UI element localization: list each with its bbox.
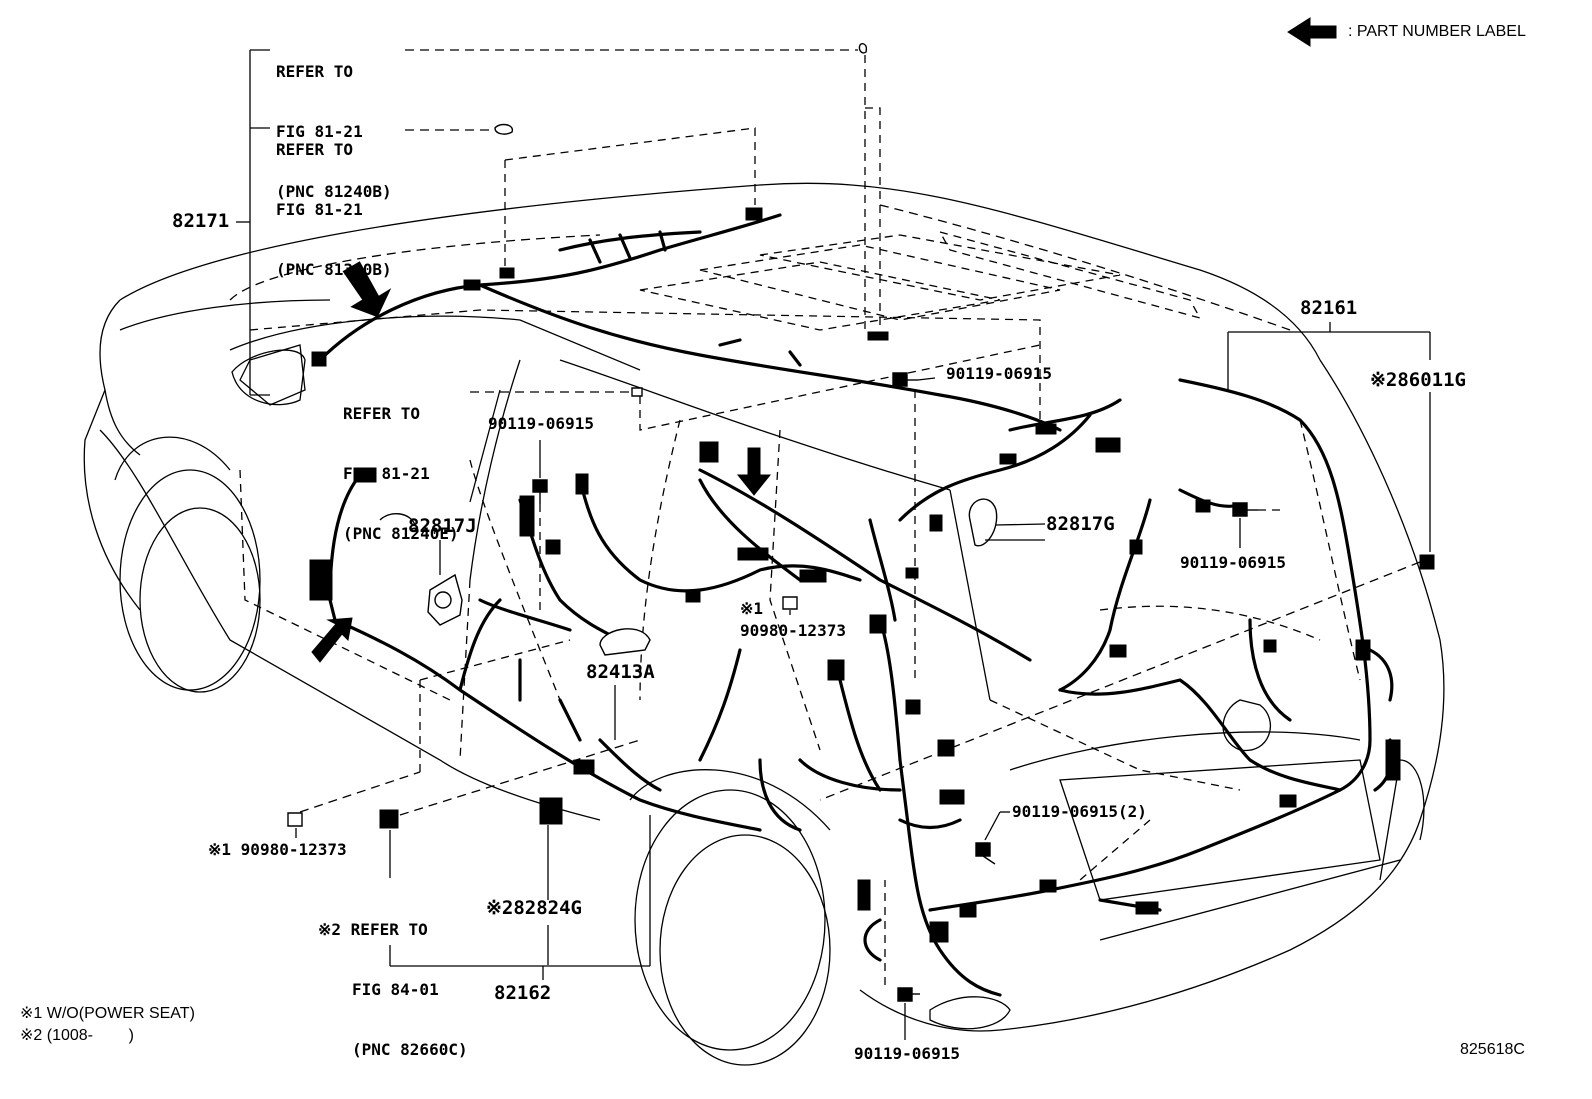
figure-id: 825618C bbox=[1460, 1041, 1525, 1058]
refer-line: REFER TO bbox=[276, 62, 354, 81]
refer-line: FIG 81-21 bbox=[276, 200, 363, 219]
part-90119-2: 90119-06915(2) bbox=[1012, 802, 1147, 821]
refer-line: FIG 81-21 bbox=[343, 464, 430, 483]
part-90119-left: 90119-06915 bbox=[488, 414, 594, 433]
part-86011g: ※286011G bbox=[1370, 369, 1466, 391]
refer-line: (PNC 82660C) bbox=[352, 1040, 468, 1059]
refer-line: FIG 81-21 bbox=[276, 122, 363, 141]
note-1: ※1 W/O(POWER SEAT) bbox=[20, 1005, 195, 1022]
refer-line: (PNC 81240B) bbox=[276, 182, 392, 201]
harness-wires bbox=[318, 213, 1394, 997]
part-90980-left: ※1 90980-12373 bbox=[208, 840, 347, 859]
label-arrows bbox=[311, 17, 1337, 663]
refer-line: REFER TO bbox=[343, 404, 421, 423]
part-90119-top: 90119-06915 bbox=[946, 364, 1052, 383]
note-2: ※2 (1008- ) bbox=[20, 1027, 134, 1044]
connectors bbox=[309, 207, 1435, 943]
part-82162: 82162 bbox=[494, 982, 552, 1004]
refer-callout-1: REFER TO FIG 81-21 (PNC 81240B) bbox=[276, 22, 392, 222]
part-82161: 82161 bbox=[1300, 297, 1358, 319]
refer-callout-4: ※2 REFER TO FIG 84-01 (PNC 82660C) bbox=[318, 880, 468, 1080]
part-number-label-legend: : PART NUMBER LABEL bbox=[1348, 23, 1526, 40]
bolts bbox=[532, 372, 1258, 1002]
refer-line: REFER TO bbox=[276, 140, 354, 159]
part-90119-bottom: 90119-06915 bbox=[854, 1044, 960, 1063]
refer-callout-3: REFER TO FIG 81-21 (PNC 81240E) bbox=[343, 364, 459, 564]
refer-line: (PNC 81340B) bbox=[276, 260, 392, 279]
leader-lines bbox=[236, 49, 1431, 1040]
module-parts bbox=[287, 43, 998, 827]
part-90980-center: ※1 90980-12373 bbox=[740, 599, 846, 640]
refer-line: (PNC 81240E) bbox=[343, 524, 459, 543]
part-82413a: 82413A bbox=[586, 661, 655, 683]
refer-line: ※2 REFER TO bbox=[318, 920, 428, 939]
part-82171: 82171 bbox=[172, 210, 230, 232]
refer-callout-2: REFER TO FIG 81-21 (PNC 81340B) bbox=[276, 100, 392, 300]
part-82817g: 82817G bbox=[1046, 513, 1115, 535]
refer-line: FIG 84-01 bbox=[352, 980, 439, 999]
part-82824g: ※282824G bbox=[486, 897, 582, 919]
part-82817j: 82817J bbox=[408, 515, 477, 537]
part-90119-right: 90119-06915 bbox=[1180, 553, 1286, 572]
